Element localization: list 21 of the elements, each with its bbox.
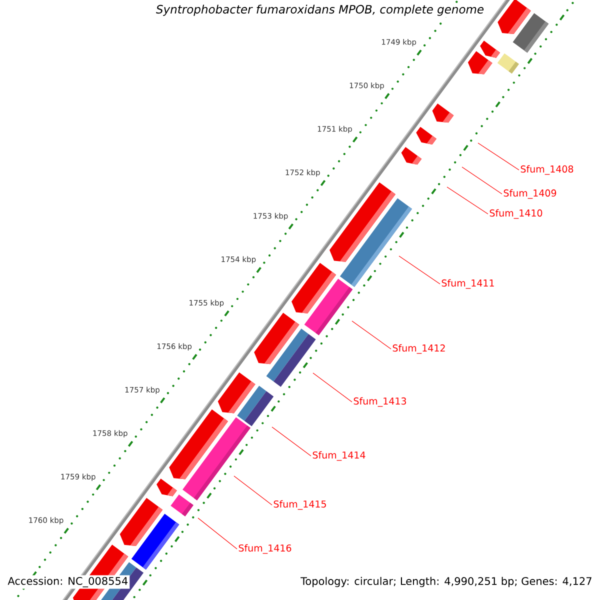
accession-text: Accession: NC_008554 xyxy=(6,575,130,589)
gene-label: Sfum_1409 xyxy=(504,189,556,199)
topology-text: Topology: circular; Length: 4,990,251 bp; Genes: 4,127 xyxy=(299,575,594,589)
leader-line xyxy=(478,142,520,170)
leader-line xyxy=(198,518,238,550)
gene-label: Sfum_1416 xyxy=(238,544,292,554)
leader-line xyxy=(398,256,440,284)
gene-label: Sfum_1414 xyxy=(312,451,366,461)
leader-line xyxy=(272,426,312,456)
gene-label: Sfum_1413 xyxy=(354,397,406,407)
leader-line xyxy=(312,372,352,402)
leader-line xyxy=(234,476,272,506)
gene-label: Sfum_1410 xyxy=(490,209,542,219)
title: Syntrophobacter fumaroxidans MPOB, complete genome xyxy=(154,3,486,18)
gene-label: Sfum_1411 xyxy=(442,279,494,289)
gene-label: Sfum_1412 xyxy=(392,344,445,354)
leader-line xyxy=(446,186,488,214)
leader-line xyxy=(352,320,392,350)
gene-label: Sfum_1408 xyxy=(520,165,574,175)
gene-label: Sfum_1415 xyxy=(274,500,326,510)
leader-line xyxy=(462,166,502,194)
